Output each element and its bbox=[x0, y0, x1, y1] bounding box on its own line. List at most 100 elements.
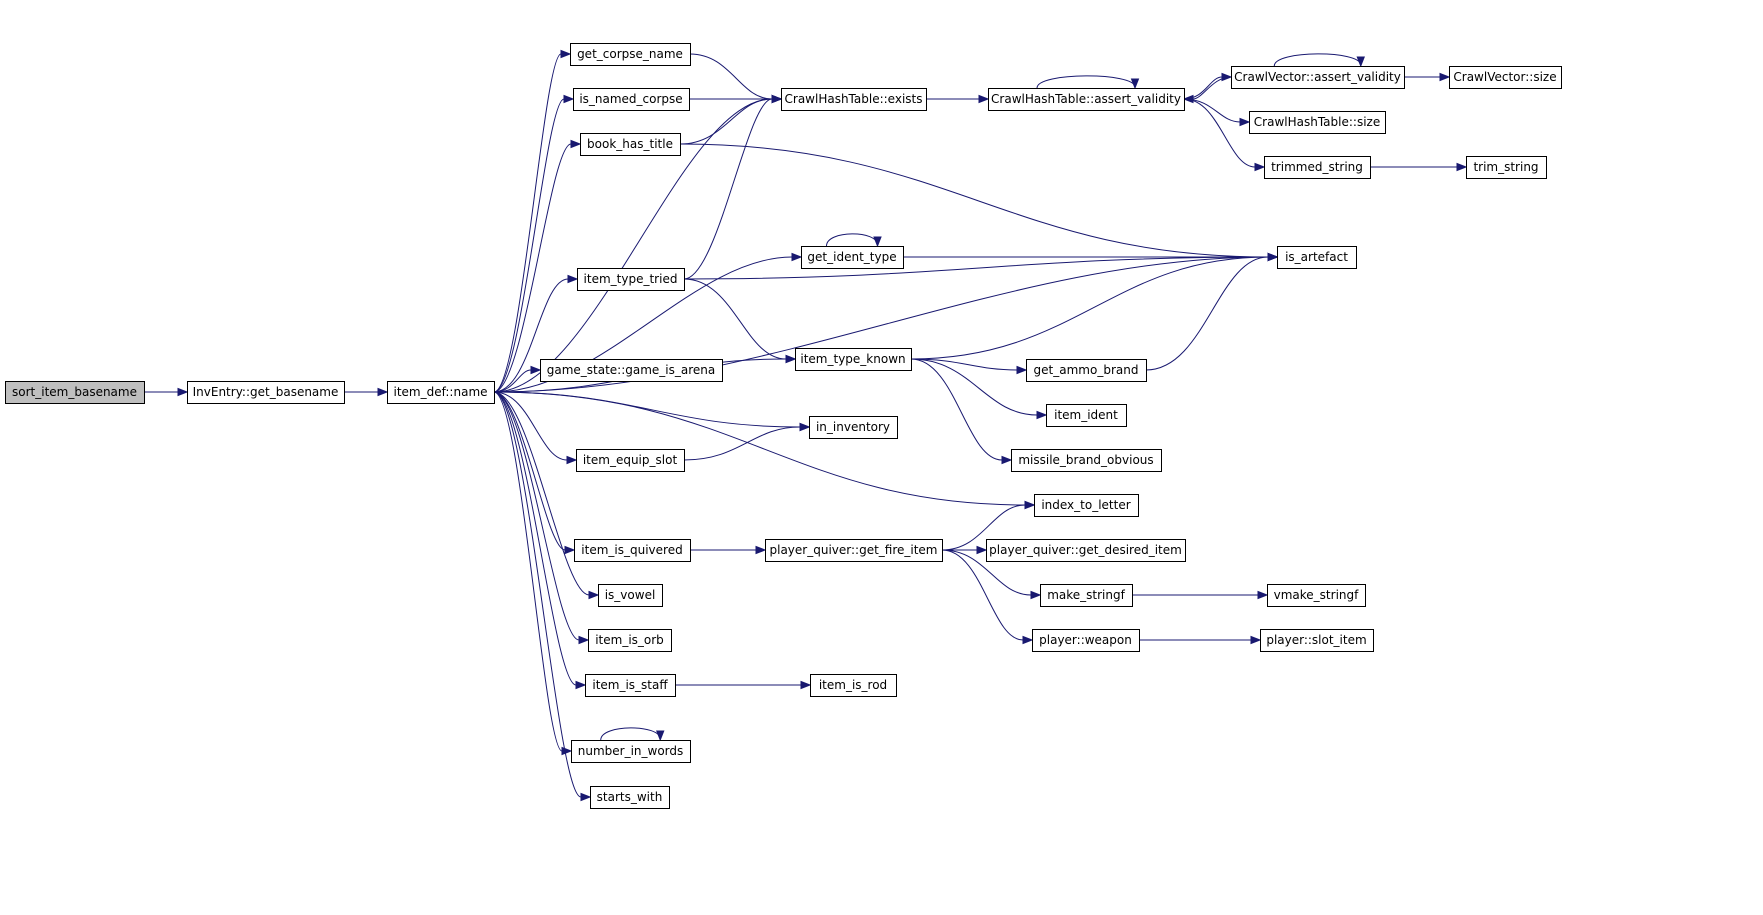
arrowhead-item_name-to-is_named_corpse bbox=[563, 94, 575, 104]
node-box-book_has_title bbox=[580, 133, 681, 156]
node-box-item_is_staff bbox=[585, 674, 676, 697]
node-label-sort_item_basename: sort_item_basename bbox=[12, 385, 137, 399]
node-is_named_corpse[interactable]: is_named_corpse bbox=[573, 88, 690, 111]
arrowhead-item_name-to-is_vowel bbox=[588, 590, 600, 600]
arrowhead-get_ammo_brand-to-is_artefact bbox=[1267, 252, 1279, 262]
node-box-get_ident_type bbox=[801, 246, 904, 269]
node-sort_item_basename[interactable]: sort_item_basename bbox=[5, 381, 145, 404]
node-label-is_vowel: is_vowel bbox=[605, 588, 656, 602]
node-get_ident_type[interactable]: get_ident_type bbox=[801, 246, 904, 269]
edge-item_name-to-is_named_corpse bbox=[493, 98, 565, 393]
node-slot_item[interactable]: player::slot_item bbox=[1260, 629, 1374, 652]
node-label-item_is_quivered: item_is_quivered bbox=[581, 543, 682, 557]
arrowhead-item_name-to-item_is_quivered bbox=[564, 545, 576, 555]
edge-item_type_known-to-missile_brand_obvious bbox=[910, 358, 1003, 461]
arrowhead-cv_assert-to-cv_assert bbox=[1356, 56, 1365, 68]
edge-get_fire_item-to-make_stringf bbox=[941, 549, 1032, 596]
node-item_is_staff[interactable]: item_is_staff bbox=[585, 674, 676, 697]
node-box-trimmed_string bbox=[1264, 156, 1371, 179]
node-get_basename[interactable]: InvEntry::get_basename bbox=[187, 381, 345, 404]
edge-item_name-to-is_artefact bbox=[493, 256, 1269, 393]
call-nodes: sort_item_basename InvEntry::get_basename… bbox=[5, 43, 1562, 809]
node-item_type_tried[interactable]: item_type_tried bbox=[577, 268, 685, 291]
edge-item_name-to-get_corpse_name bbox=[493, 53, 562, 393]
node-label-cv_size: CrawlVector::size bbox=[1453, 70, 1556, 84]
arrowhead-get_ident_type-to-get_ident_type bbox=[873, 236, 882, 248]
node-label-get_ammo_brand: get_ammo_brand bbox=[1034, 363, 1139, 377]
node-is_artefact[interactable]: is_artefact bbox=[1277, 246, 1357, 269]
node-get_desired_item[interactable]: player_quiver::get_desired_item bbox=[986, 539, 1186, 562]
node-vmake_stringf[interactable]: vmake_stringf bbox=[1267, 584, 1366, 607]
node-box-get_basename bbox=[187, 381, 345, 404]
edge-item_name-to-is_vowel bbox=[493, 391, 590, 596]
node-trimmed_string[interactable]: trimmed_string bbox=[1264, 156, 1371, 179]
edge-item_name-to-ht_exists bbox=[493, 98, 773, 393]
edge-get_fire_item-to-index_to_letter bbox=[941, 504, 1026, 551]
edge-item_type_tried-to-ht_exists bbox=[683, 98, 773, 280]
node-get_fire_item[interactable]: player_quiver::get_fire_item bbox=[765, 539, 943, 562]
node-make_stringf[interactable]: make_stringf bbox=[1040, 584, 1133, 607]
node-box-is_vowel bbox=[598, 584, 663, 607]
node-ht_exists[interactable]: CrawlHashTable::exists bbox=[781, 88, 927, 111]
node-box-cv_assert bbox=[1231, 66, 1405, 89]
node-is_vowel[interactable]: is_vowel bbox=[598, 584, 663, 607]
node-item_type_known[interactable]: item_type_known bbox=[795, 348, 912, 371]
node-trim_string[interactable]: trim_string bbox=[1466, 156, 1547, 179]
edge-book_has_title-to-ht_exists bbox=[679, 98, 773, 145]
node-item_name[interactable]: item_def::name bbox=[387, 381, 495, 404]
node-index_to_letter[interactable]: index_to_letter bbox=[1034, 494, 1139, 517]
arrowhead-ht_assert-to-ht_size bbox=[1239, 117, 1251, 127]
arrowhead-item_name-to-game_is_arena bbox=[530, 365, 542, 375]
arrowhead-item_type_known-to-missile_brand_obvious bbox=[1001, 455, 1013, 465]
node-number_in_words[interactable]: number_in_words bbox=[571, 740, 691, 763]
edge-item_name-to-book_has_title bbox=[493, 143, 572, 393]
node-missile_brand_obvious[interactable]: missile_brand_obvious bbox=[1011, 449, 1162, 472]
edge-item_name-to-item_equip_slot bbox=[493, 391, 568, 461]
node-box-ht_size bbox=[1249, 111, 1386, 134]
node-box-missile_brand_obvious bbox=[1011, 449, 1162, 472]
node-label-item_type_tried: item_type_tried bbox=[584, 272, 678, 286]
node-label-item_type_known: item_type_known bbox=[800, 352, 905, 366]
edge-ht_assert-to-cv_assert bbox=[1183, 76, 1223, 100]
node-book_has_title[interactable]: book_has_title bbox=[580, 133, 681, 156]
node-label-item_is_staff: item_is_staff bbox=[592, 678, 668, 692]
node-label-index_to_letter: index_to_letter bbox=[1041, 498, 1130, 512]
arrowhead-player_weapon-to-slot_item bbox=[1250, 635, 1262, 645]
edge-item_name-to-get_ident_type bbox=[493, 256, 793, 393]
node-game_is_arena[interactable]: game_state::game_is_arena bbox=[540, 359, 723, 382]
node-starts_with[interactable]: starts_with bbox=[590, 786, 670, 809]
node-item_equip_slot[interactable]: item_equip_slot bbox=[576, 449, 685, 472]
node-box-item_name bbox=[387, 381, 495, 404]
edge-item_name-to-game_is_arena bbox=[493, 369, 532, 393]
edge-item_type_tried-to-item_type_known bbox=[683, 278, 787, 360]
node-get_corpse_name[interactable]: get_corpse_name bbox=[570, 43, 691, 66]
node-box-is_artefact bbox=[1277, 246, 1357, 269]
arrowhead-item_name-to-item_equip_slot bbox=[566, 455, 578, 465]
node-box-is_named_corpse bbox=[573, 88, 690, 111]
node-box-trim_string bbox=[1466, 156, 1547, 179]
node-label-book_has_title: book_has_title bbox=[587, 137, 673, 151]
node-label-in_inventory: in_inventory bbox=[816, 420, 890, 434]
edge-item_type_known-to-get_ammo_brand bbox=[910, 358, 1018, 371]
node-box-number_in_words bbox=[571, 740, 691, 763]
arrowhead-item_is_quivered-to-get_fire_item bbox=[755, 545, 767, 555]
node-item_is_rod[interactable]: item_is_rod bbox=[810, 674, 897, 697]
node-item_ident[interactable]: item_ident bbox=[1046, 404, 1127, 427]
node-box-get_fire_item bbox=[765, 539, 943, 562]
node-label-vmake_stringf: vmake_stringf bbox=[1274, 588, 1359, 602]
node-ht_assert[interactable]: CrawlHashTable::assert_validity bbox=[988, 88, 1185, 111]
node-cv_size[interactable]: CrawlVector::size bbox=[1449, 66, 1562, 89]
node-get_ammo_brand[interactable]: get_ammo_brand bbox=[1026, 359, 1147, 382]
node-item_is_quivered[interactable]: item_is_quivered bbox=[574, 539, 691, 562]
node-player_weapon[interactable]: player::weapon bbox=[1032, 629, 1140, 652]
node-in_inventory[interactable]: in_inventory bbox=[809, 416, 898, 439]
node-box-player_weapon bbox=[1032, 629, 1140, 652]
node-label-make_stringf: make_stringf bbox=[1047, 588, 1125, 602]
node-label-get_fire_item: player_quiver::get_fire_item bbox=[770, 543, 938, 557]
node-ht_size[interactable]: CrawlHashTable::size bbox=[1249, 111, 1386, 134]
arrowhead-sort_item_basename-to-get_basename bbox=[177, 387, 189, 397]
node-box-game_is_arena bbox=[540, 359, 723, 382]
node-item_is_orb[interactable]: item_is_orb bbox=[588, 629, 672, 652]
arrowhead-item_name-to-item_is_orb bbox=[578, 635, 590, 645]
node-cv_assert[interactable]: CrawlVector::assert_validity bbox=[1231, 66, 1405, 89]
